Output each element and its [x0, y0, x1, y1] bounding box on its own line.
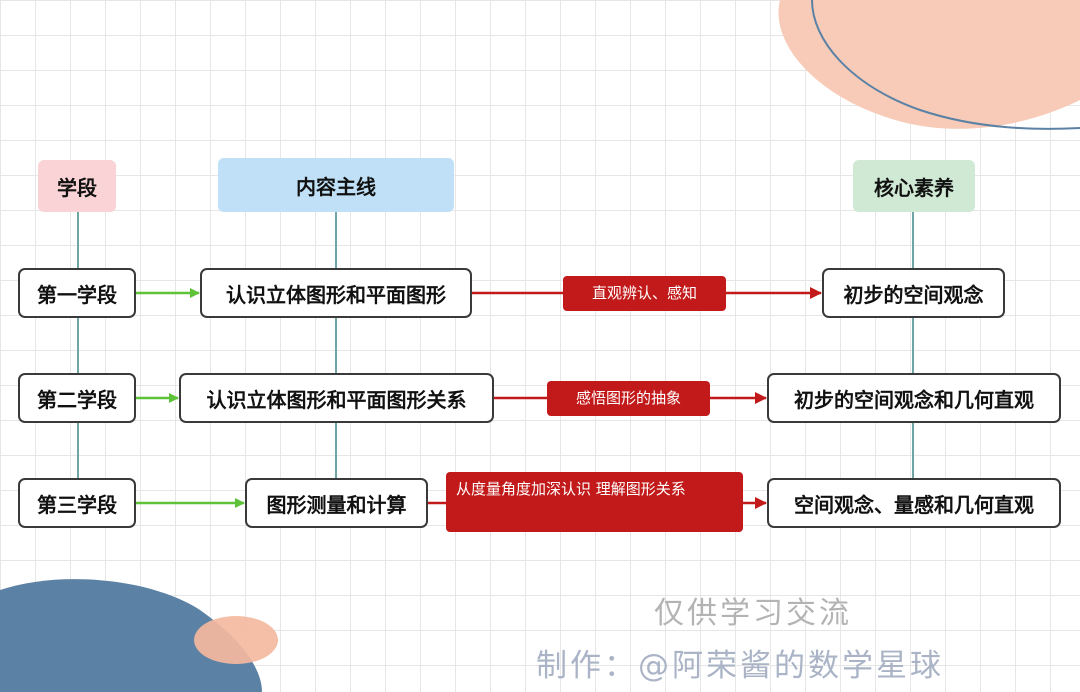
relation-label-2: 感悟图形的抽象	[547, 381, 710, 416]
blue-curve-top-right	[811, 0, 1080, 130]
stage-node-1: 第一学段	[18, 268, 136, 318]
core-node-1: 初步的空间观念	[822, 268, 1005, 318]
watermark-line-1: 仅供学习交流	[654, 596, 852, 631]
watermark-line-2: 制作：@阿荣酱的数学星球	[536, 648, 944, 684]
content-node-2: 认识立体图形和平面图形关系	[179, 373, 494, 423]
header-core: 核心素养	[853, 160, 975, 212]
blue-blob-bottom-left	[0, 579, 262, 692]
header-content: 内容主线	[218, 158, 454, 212]
stage-node-3: 第三学段	[18, 478, 136, 528]
stage-node-2: 第二学段	[18, 373, 136, 423]
core-node-2: 初步的空间观念和几何直观	[767, 373, 1061, 423]
relation-label-1: 直观辨认、感知	[563, 276, 726, 311]
header-stage: 学段	[38, 160, 116, 212]
core-node-3: 空间观念、量感和几何直观	[767, 478, 1061, 528]
peach-blob-top-right	[778, 0, 1080, 129]
content-node-3: 图形测量和计算	[245, 478, 428, 528]
peach-circle-bottom-left	[194, 616, 278, 664]
relation-label-3: 从度量角度加深认识 理解图形关系	[446, 472, 743, 532]
content-node-1: 认识立体图形和平面图形	[200, 268, 472, 318]
